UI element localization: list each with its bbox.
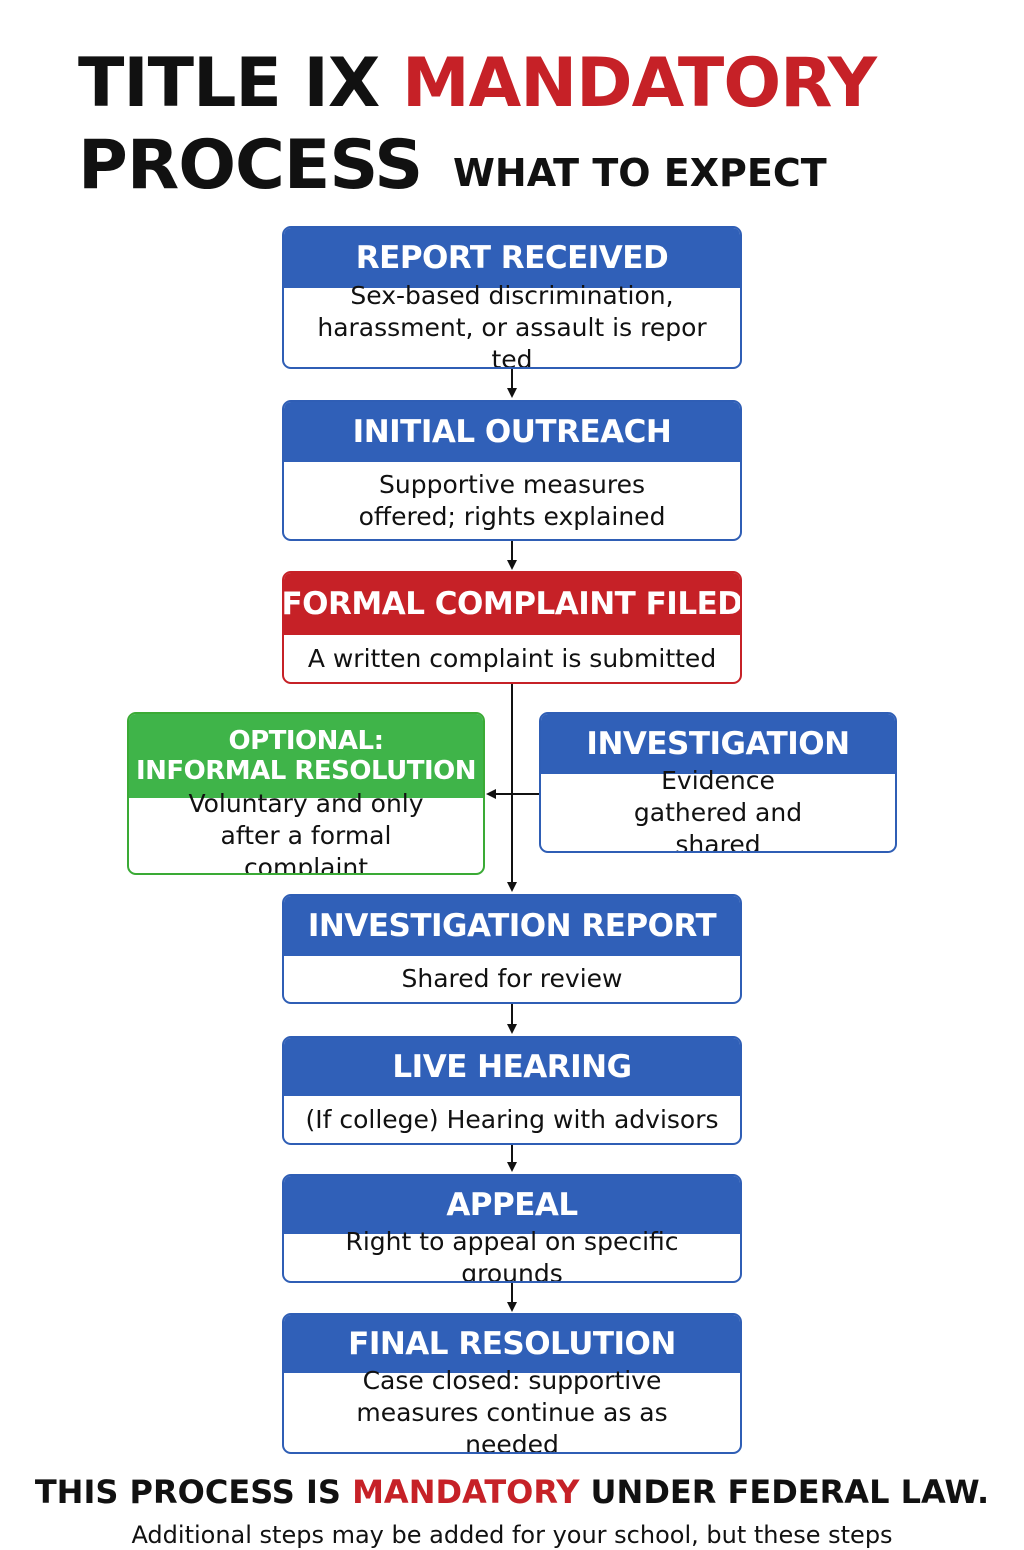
step-formal-complaint-filed: FORMAL COMPLAINT FILED A written complai… [282,571,742,684]
step-appeal: APPEAL Right to appeal on specific groun… [282,1174,742,1283]
informal-resolution-label: INFORMAL RESOLUTION [135,756,477,786]
notice-part2: UNDER FEDERAL LAW. [579,1473,990,1511]
title-accent: MANDATORY [401,44,877,123]
step-optional-informal-resolution: OPTIONAL: INFORMAL RESOLUTION Voluntary … [127,712,485,875]
page-subtitle: WHAT TO EXPECT [453,151,827,195]
step-initial-outreach: INITIAL OUTREACH Supportive measures off… [282,400,742,541]
title-part1: TITLE IX [78,44,402,123]
step-investigation-report: INVESTIGATION REPORT Shared for review [282,894,742,1004]
step-title: INITIAL OUTREACH [284,402,740,462]
additional-steps-note: Additional steps may be added for your s… [131,1521,893,1549]
page-title: TITLE IX MANDATORY [78,44,877,124]
step-description: Right to appeal on specific grounds [345,1226,679,1283]
notice-part1: THIS PROCESS IS [34,1473,353,1511]
page-title-line2: PROCESS [78,126,423,205]
step-description: Sex-based discrimination, harassment, or… [317,280,707,369]
step-title: OPTIONAL: INFORMAL RESOLUTION [129,714,483,798]
step-title: INVESTIGATION REPORT [284,896,740,956]
step-description: Case closed: supportive measures continu… [356,1365,668,1454]
notice-accent: MANDATORY [352,1473,580,1511]
step-live-hearing: LIVE HEARING (If college) Hearing with a… [282,1036,742,1145]
step-description: (If college) Hearing with advisors [305,1104,719,1134]
step-investigation: INVESTIGATION Evidence gathered and shar… [539,712,897,853]
step-description: Supportive measures offered; rights expl… [358,469,666,531]
step-description: Evidence gathered and shared [633,765,803,853]
optional-label: OPTIONAL: [228,726,384,756]
step-description: Shared for review [401,964,623,993]
step-title: LIVE HEARING [284,1038,740,1096]
step-description: Voluntary and only after a formal compla… [188,788,424,875]
mandatory-notice: THIS PROCESS IS MANDATORY UNDER FEDERAL … [0,1470,1024,1514]
step-title: INVESTIGATION [541,714,895,774]
step-title: FORMAL COMPLAINT FILED [284,573,740,635]
step-description: A written complaint is submitted [307,643,717,673]
step-title: REPORT RECEIVED [284,228,740,288]
step-final-resolution: FINAL RESOLUTION Case closed: supportive… [282,1313,742,1454]
step-title: APPEAL [284,1176,740,1234]
step-title: FINAL RESOLUTION [284,1315,740,1373]
step-report-received: REPORT RECEIVED Sex-based discrimination… [282,226,742,369]
